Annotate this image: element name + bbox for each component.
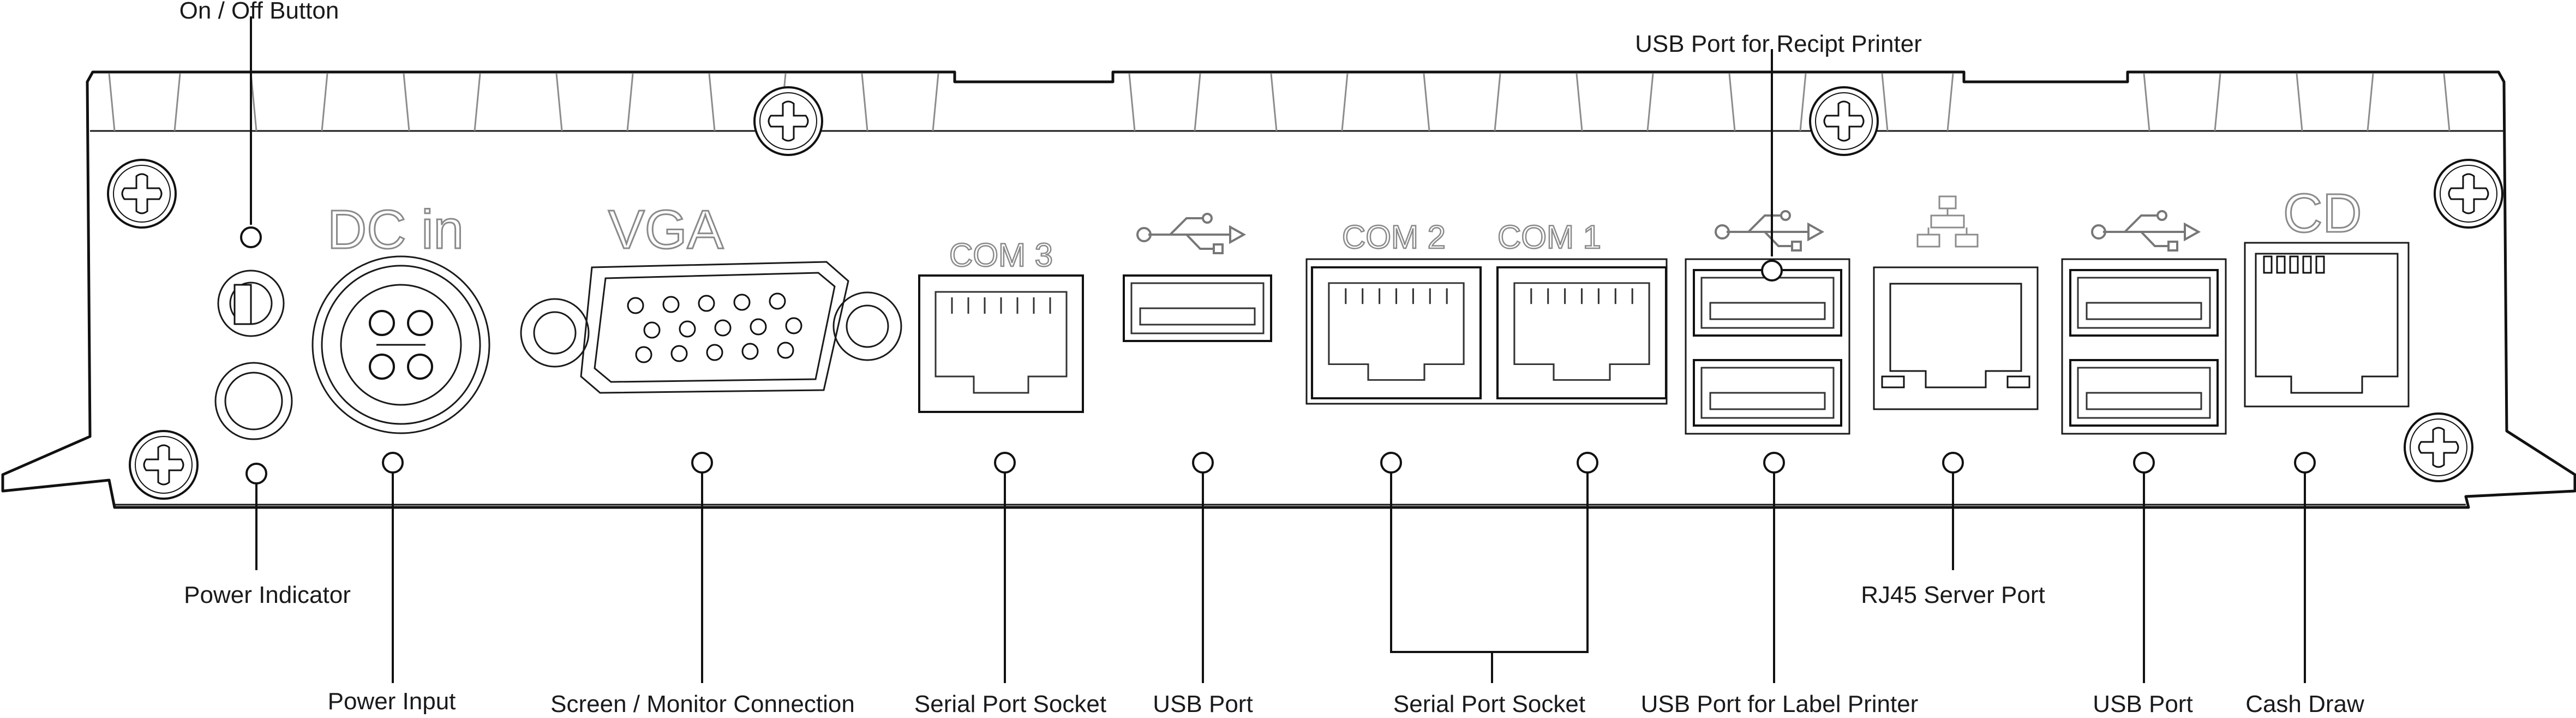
usb-port-right-top[interactable] bbox=[2069, 269, 2219, 337]
com3-label: COM 3 bbox=[949, 237, 1053, 273]
callout-on-off-button: On / Off Button bbox=[179, 0, 339, 24]
callout-rj45-server-port: RJ45 Server Port bbox=[1861, 582, 2045, 608]
dc-in-port[interactable] bbox=[311, 255, 490, 434]
dc-in-label: DC in bbox=[327, 199, 464, 260]
callout-serial-port-socket-com1-com2: Serial Port Socket bbox=[1393, 691, 1585, 717]
usb-icon bbox=[1136, 213, 1245, 254]
callout-usb-port-2: USB Port bbox=[2093, 691, 2192, 717]
com2-label: COM 2 bbox=[1342, 219, 1446, 255]
screw-icon bbox=[107, 159, 177, 229]
leader-lines bbox=[250, 16, 2306, 683]
callout-power-input: Power Input bbox=[328, 688, 456, 715]
screw-icon bbox=[2434, 159, 2503, 229]
com2-serial-port[interactable] bbox=[1312, 267, 1481, 398]
usb-port-right-bottom[interactable] bbox=[2069, 359, 2219, 427]
power-indicator-led bbox=[214, 362, 293, 440]
rj45-port[interactable] bbox=[1873, 266, 2039, 410]
callout-usb-port: USB Port bbox=[1153, 691, 1253, 717]
vga-port[interactable] bbox=[520, 261, 902, 394]
screw-icon bbox=[1809, 86, 1879, 156]
callout-power-indicator: Power Indicator bbox=[184, 582, 351, 608]
power-button[interactable] bbox=[217, 270, 285, 337]
usb-dual-housing bbox=[1685, 258, 1850, 435]
usb-port-label-printer[interactable] bbox=[1693, 359, 1842, 427]
device-enclosure bbox=[1, 70, 2576, 509]
usb-icon bbox=[2091, 210, 2200, 252]
com3-serial-port[interactable] bbox=[918, 274, 1084, 413]
screw-icon bbox=[129, 430, 199, 500]
screw-icon bbox=[753, 86, 823, 156]
com1-label: COM 1 bbox=[1497, 219, 1601, 255]
cash-draw-port[interactable] bbox=[2244, 242, 2410, 408]
callout-usb-receipt-printer: USB Port for Recipt Printer bbox=[1635, 31, 1922, 57]
cd-label: CD bbox=[2283, 183, 2362, 244]
callout-cash-draw: Cash Draw bbox=[2245, 691, 2364, 717]
network-icon bbox=[1916, 195, 1979, 248]
vga-label: VGA bbox=[608, 199, 723, 260]
usb-dual-housing-2 bbox=[2061, 258, 2227, 435]
com1-serial-port[interactable] bbox=[1497, 267, 1666, 398]
usb-port[interactable] bbox=[1123, 274, 1272, 342]
usb-icon bbox=[1715, 210, 1823, 252]
callout-usb-label-printer: USB Port for Label Printer bbox=[1641, 691, 1919, 717]
leader-markers bbox=[240, 226, 2316, 484]
callout-screen-monitor: Screen / Monitor Connection bbox=[550, 691, 855, 717]
callout-serial-port-socket-com3: Serial Port Socket bbox=[914, 691, 1106, 717]
screw-icon bbox=[2404, 412, 2473, 482]
